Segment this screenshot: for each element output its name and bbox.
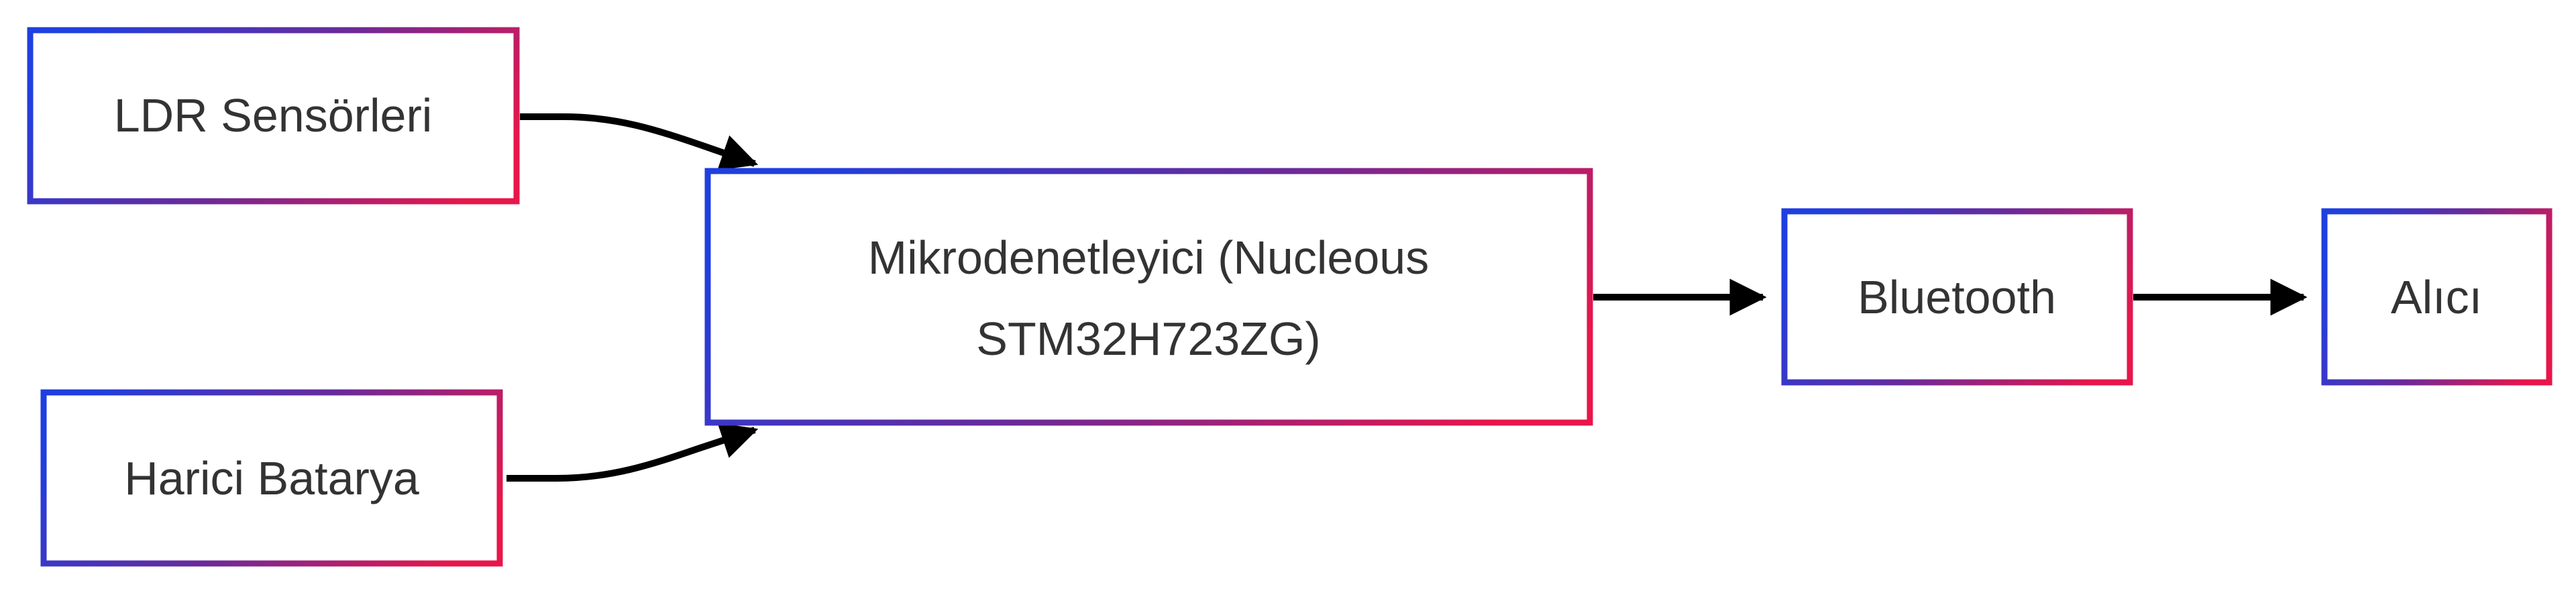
node-external-battery: Harici Batarya [40,389,503,567]
node-ldr-box [27,27,520,205]
node-ldr-label: LDR Sensörleri [114,89,433,142]
node-receiver-label: Alıcı [2391,271,2482,323]
node-mcu-label-line2: STM32H723ZG) [976,313,1320,365]
node-mcu-box [704,168,1593,426]
node-receiver-box [2321,208,2553,386]
node-bluetooth-label: Bluetooth [1858,271,2056,323]
node-bluetooth: Bluetooth [1781,208,2133,386]
edge-battery-to-mcu [506,423,759,482]
node-microcontroller: Mikrodenetleyici (Nucleous STM32H723ZG) [704,168,1593,426]
node-mcu-label-line1: Mikrodenetleyici (Nucleous [868,231,1429,284]
node-battery-box [40,389,503,567]
node-ldr-sensors: LDR Sensörleri [27,27,520,205]
node-battery-label: Harici Batarya [124,452,419,504]
node-receiver: Alıcı [2321,208,2553,386]
edge-ldr-to-mcu [520,113,759,170]
node-bluetooth-box [1781,208,2133,386]
